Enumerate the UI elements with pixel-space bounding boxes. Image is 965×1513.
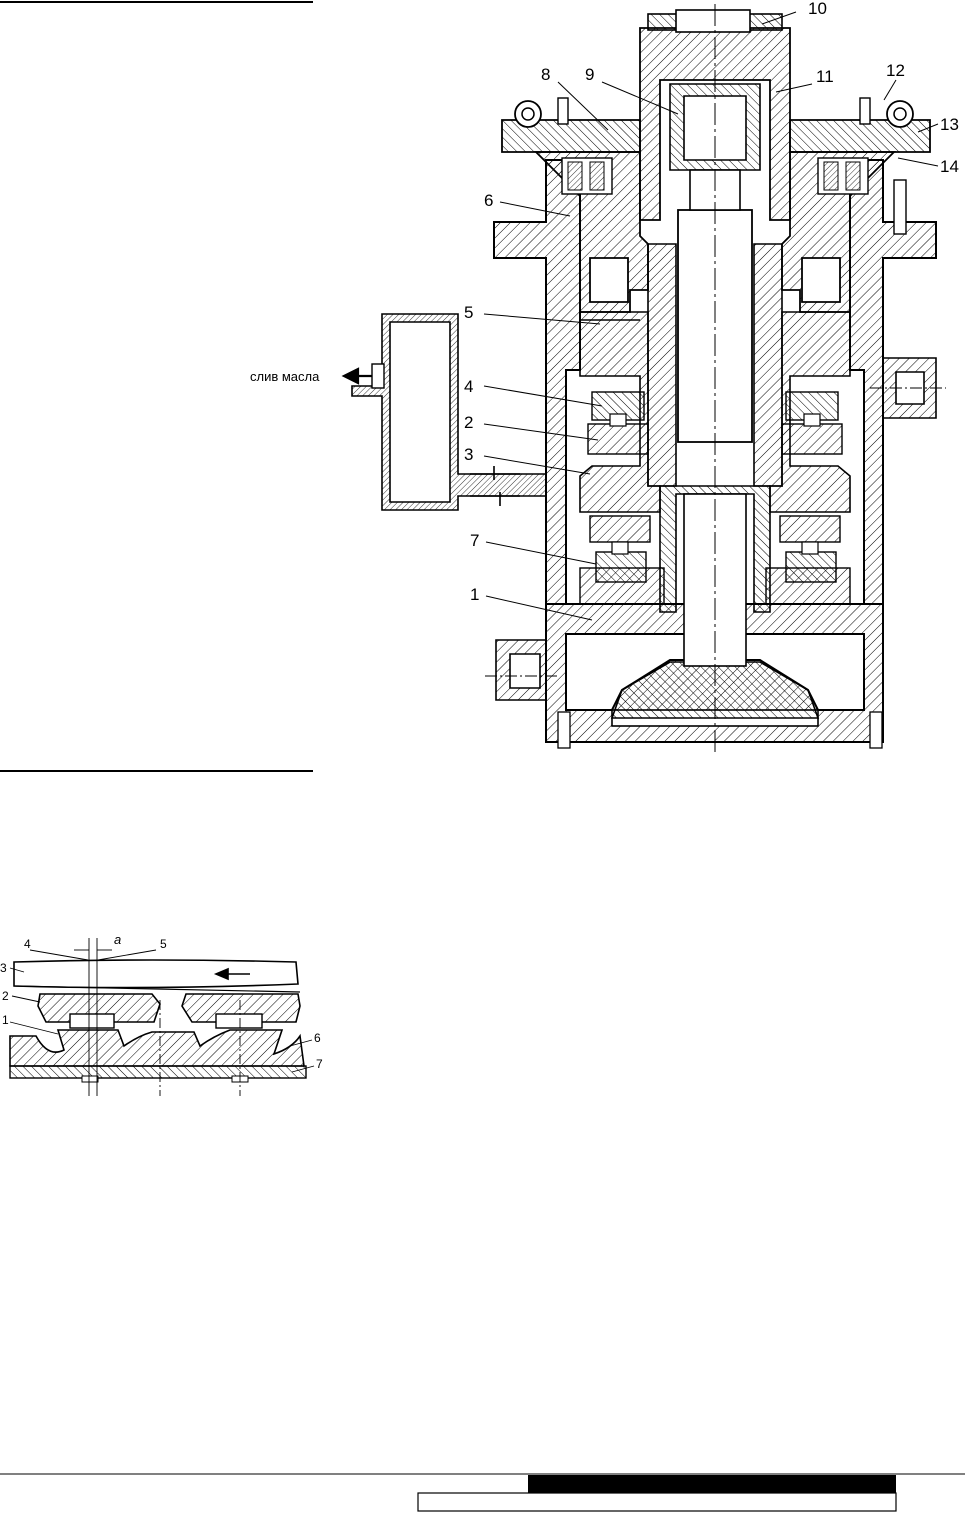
part-label-4: 4 xyxy=(464,377,473,396)
detail-label-6: 6 xyxy=(314,1031,321,1045)
part-label-1: 1 xyxy=(470,585,479,604)
thrust-pad-lower-left xyxy=(590,516,650,542)
base-strip xyxy=(10,1066,306,1078)
part-label-13: 13 xyxy=(940,115,959,134)
thrust-pad-lower-right xyxy=(780,516,840,542)
oil-drain-label: слив масла xyxy=(250,369,320,384)
top-cover-right xyxy=(790,120,930,152)
footer-outline-box xyxy=(418,1493,896,1511)
runner-collar xyxy=(14,960,298,988)
part-label-8: 8 xyxy=(541,65,550,84)
part-label-9: 9 xyxy=(585,65,594,84)
part-label-6: 6 xyxy=(484,191,493,210)
tilting-pad-detail: 4 a 5 3 2 1 6 7 xyxy=(0,932,323,1096)
oil-reservoir xyxy=(352,314,546,510)
left-port xyxy=(496,640,546,700)
detail-label-4: 4 xyxy=(24,937,31,951)
detail-gap-label-a: a xyxy=(114,932,121,947)
part-label-10: 10 xyxy=(808,0,827,18)
detail-label-5: 5 xyxy=(160,937,167,951)
oil-drain-arrow xyxy=(344,369,372,383)
inner-bore-left xyxy=(648,244,676,486)
part-label-5: 5 xyxy=(464,303,473,322)
support-base xyxy=(10,1030,304,1066)
part-label-14: 14 xyxy=(940,157,959,176)
part-label-2: 2 xyxy=(464,413,473,432)
bearing-assembly-section: 10 8 9 11 12 13 14 6 5 4 2 3 7 1 слив ма… xyxy=(250,0,959,752)
part-label-12: 12 xyxy=(886,61,905,80)
detail-label-3: 3 xyxy=(0,961,7,975)
part-label-7: 7 xyxy=(470,531,479,550)
detail-label-7: 7 xyxy=(316,1057,323,1071)
footer-black-bar xyxy=(528,1475,896,1493)
inner-bore-right xyxy=(754,244,782,486)
detail-label-1: 1 xyxy=(2,1013,9,1027)
part-label-11: 11 xyxy=(816,67,834,86)
housing-left-wall xyxy=(494,160,580,604)
part-label-3: 3 xyxy=(464,445,473,464)
detail-label-2: 2 xyxy=(2,989,9,1003)
